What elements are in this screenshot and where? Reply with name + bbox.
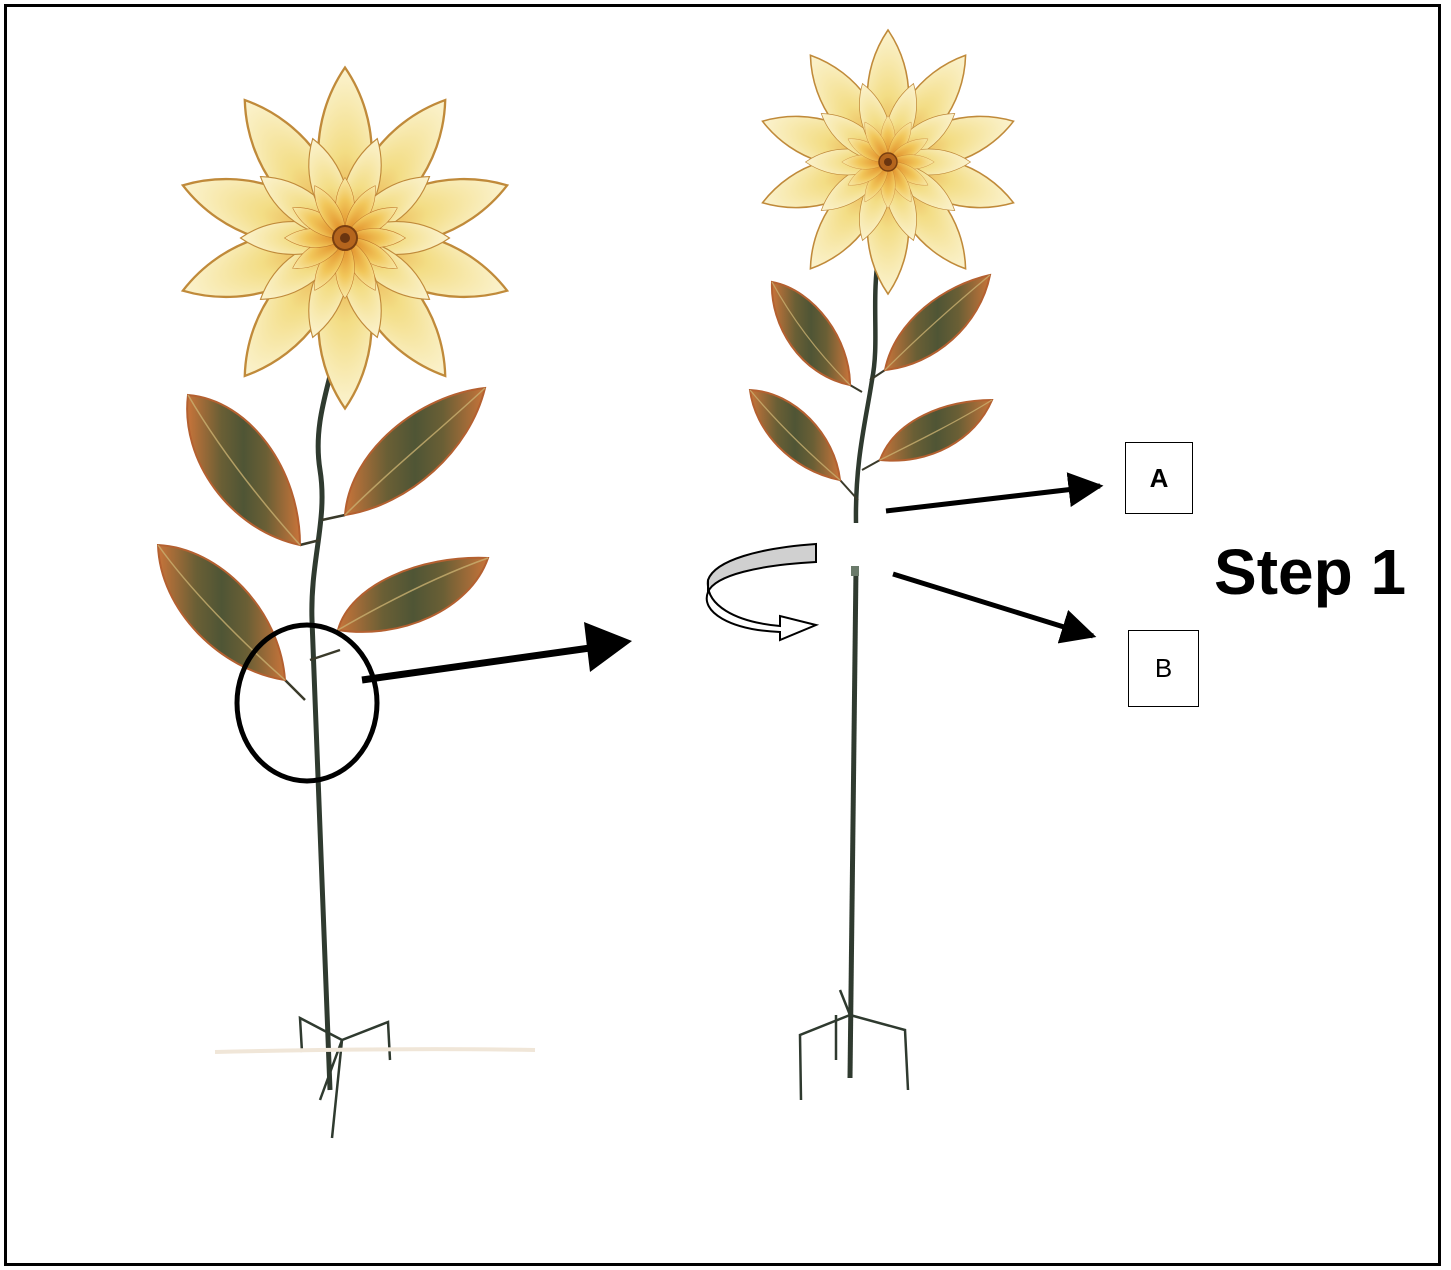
stem-lower [850, 568, 856, 1078]
pointer-arrows-labels [886, 486, 1100, 636]
pointer-arrow-large [362, 622, 632, 680]
label-a: A [1125, 442, 1193, 514]
rotate-arrow-icon [707, 544, 816, 640]
flower-head-left [175, 68, 516, 409]
stem [312, 340, 338, 1090]
step-title: Step 1 [1214, 535, 1406, 609]
stem-upper [856, 245, 880, 523]
label-b: B [1128, 630, 1199, 707]
flower-head-right [756, 30, 1020, 294]
stake-legs [300, 1018, 390, 1138]
zoom-circle [237, 625, 377, 781]
leaves-left [158, 388, 488, 680]
flower-stake-assembled [158, 68, 632, 1139]
flower-stake-detail [707, 30, 1100, 1100]
